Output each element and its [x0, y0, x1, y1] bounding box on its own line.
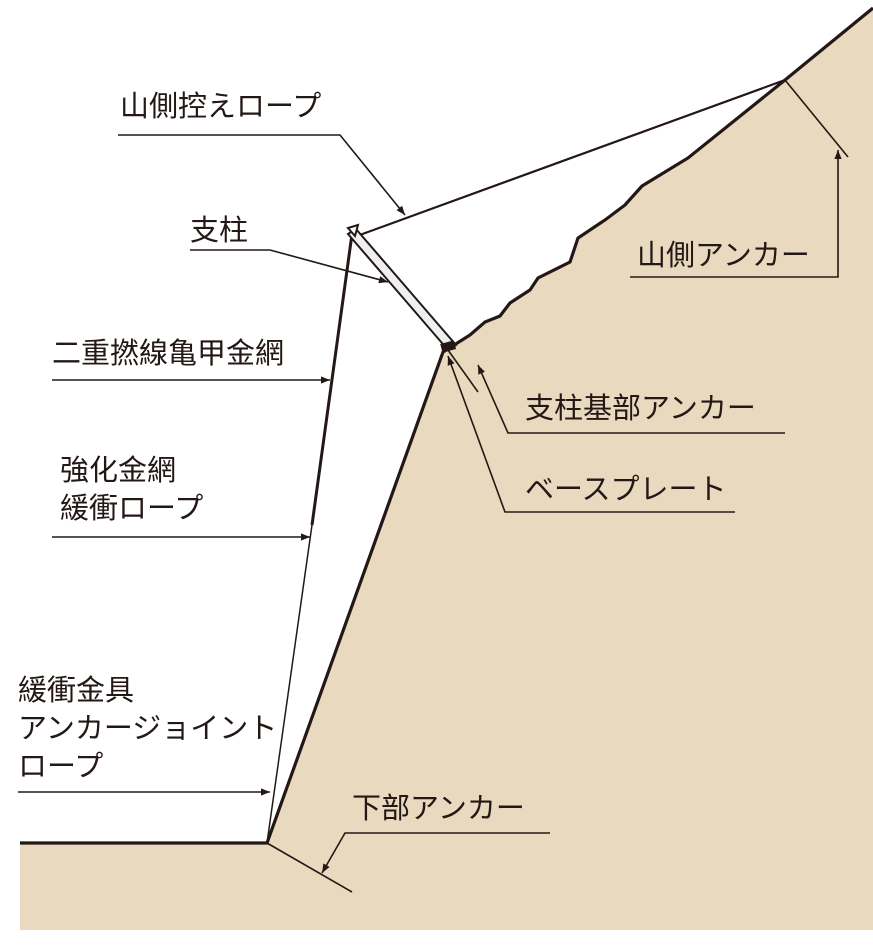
guy-rope: [356, 78, 786, 238]
leader-mountain-anchor: [630, 150, 842, 278]
leader-post: [190, 249, 389, 284]
label-reinforced-net: 強化金網: [60, 453, 176, 487]
label-base-plate: ベースプレート: [525, 472, 727, 506]
ground-surface-line: [20, 6, 873, 845]
label-double-twisted-hex-net: 二重撚線亀甲金網: [52, 336, 284, 370]
label-anchor-joint: アンカージョイント: [18, 711, 277, 745]
label-post: 支柱: [190, 213, 248, 247]
lower-anchor-rod: [266, 842, 353, 893]
leader-post-base-anchor: [477, 364, 785, 434]
leader-lower-anchor: [321, 832, 550, 874]
leader-guy-rope: [118, 134, 406, 216]
label-buffer-fitting: 緩衝金具: [18, 673, 134, 707]
buffer-rope-line: [266, 524, 313, 844]
label-mountain-side-guy-rope: 山側控えロープ: [120, 89, 321, 123]
label-buffer-rope: 緩衝ロープ: [60, 491, 203, 525]
buffer-rope-line-upper: [311, 233, 353, 526]
label-lower-anchor: 下部アンカー: [352, 791, 525, 825]
leader-base-plate: [447, 355, 735, 513]
ground-slope: [20, 8, 873, 930]
post: [346, 223, 458, 353]
label-post-base-anchor: 支柱基部アンカー: [525, 391, 756, 425]
mountain-anchor-rod: [784, 79, 849, 158]
label-mountain-side-anchor: 山側アンカー: [637, 238, 810, 272]
label-rope: ロープ: [18, 749, 103, 783]
